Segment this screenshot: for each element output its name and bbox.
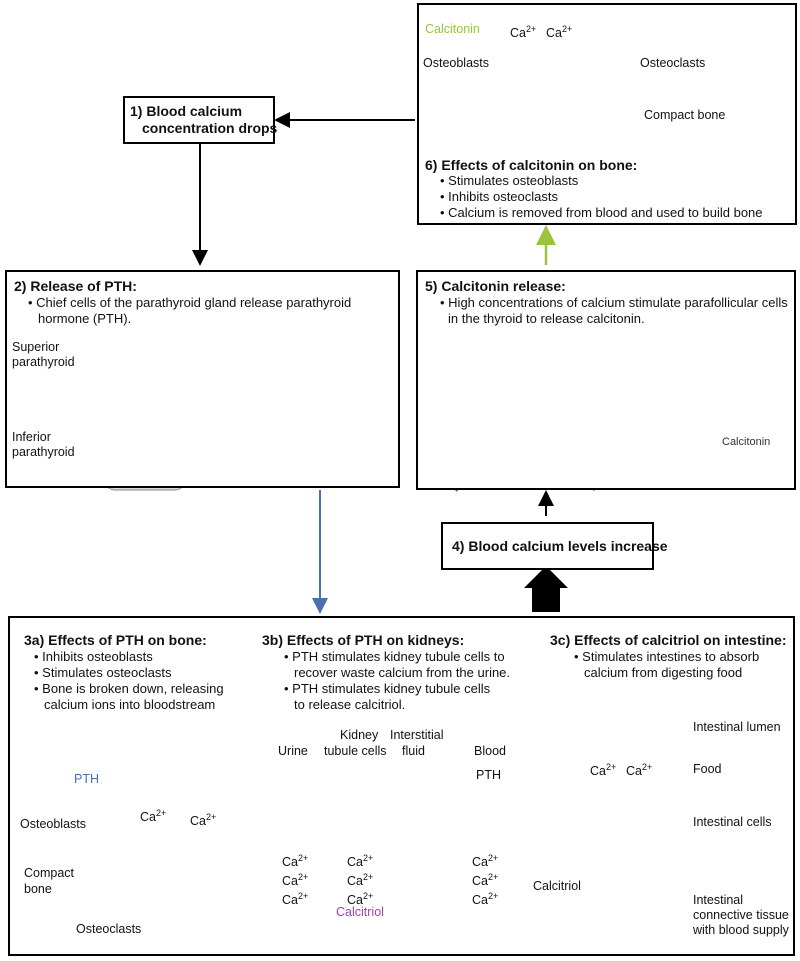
arrow-3-to-4: [524, 566, 568, 612]
connective-tissue-label-2: connective tissue: [693, 908, 789, 922]
pth-label-3b: PTH: [474, 768, 503, 783]
step5-box: [416, 270, 796, 490]
ca-label-3b-tubule-3: Ca2+: [347, 891, 374, 908]
intestinal-lumen-label: Intestinal lumen: [693, 720, 781, 734]
ca-label-3b-tubule-2: Ca2+: [347, 872, 374, 889]
connective-tissue-label-1: Intestinal: [693, 893, 744, 907]
step4-label: 4) Blood calcium levels increase: [452, 538, 668, 554]
col-urine-label: Urine: [278, 744, 308, 758]
ca-label-3c-2: Ca2+: [626, 762, 653, 779]
step3a-bullet-2: • Stimulates osteoclasts: [34, 665, 172, 680]
step3c-bullet-1a: • Stimulates intestines to absorb: [574, 649, 760, 664]
step1-box: [123, 96, 275, 144]
step5-title: 5) Calcitonin release:: [425, 278, 566, 294]
inferior-parathyroid-label-1: Inferior: [12, 430, 51, 444]
ca-label-3b-urine-2: Ca2+: [282, 872, 309, 889]
step6-bullet-3: • Calcium is removed from blood and used…: [440, 205, 763, 220]
step2-bullet-1b: hormone (PTH).: [38, 311, 132, 326]
superior-parathyroid-label-2: parathyroid: [12, 355, 75, 369]
step6-bullet-2: • Inhibits osteoclasts: [440, 189, 558, 204]
osteoclasts-label-3a: Osteoclasts: [76, 922, 142, 936]
step3b-title: 3b) Effects of PTH on kidneys:: [262, 632, 465, 648]
step6-bullet-1: • Stimulates osteoblasts: [440, 173, 579, 188]
ca-label-6a: Ca2+: [510, 24, 537, 41]
inferior-parathyroid-label-2: parathyroid: [12, 445, 75, 459]
step4-box: [441, 522, 654, 570]
step3a-bullet-3b: calcium ions into bloodstream: [44, 697, 216, 712]
pth-released-label: PTH released: [270, 392, 347, 406]
calcitriol-label-3b: Calcitriol: [336, 905, 384, 919]
compact-bone-label-6: Compact bone: [644, 108, 726, 122]
step1-line1: 1) Blood calcium: [130, 103, 243, 119]
step5-bullet-1a: • High concentrations of calcium stimula…: [440, 295, 788, 310]
step3-box: [8, 616, 795, 956]
pth-label-3a: PTH: [74, 772, 99, 786]
step2-box: [5, 270, 400, 488]
compact-bone-label-3a-2: bone: [24, 882, 52, 896]
step3b-bullet-1b: recover waste calcium from the urine.: [294, 665, 511, 680]
ca-label-3b-urine-3: Ca2+: [282, 891, 309, 908]
step6-title: 6) Effects of calcitonin on bone:: [425, 157, 638, 173]
step3c-bullet-1b: calcium from digesting food: [584, 665, 743, 680]
step3a-bullet-1: • Inhibits osteoblasts: [34, 649, 153, 664]
col-kidney-label-1: Kidney: [340, 728, 379, 742]
ca-label-3b-blood-1: Ca2+: [472, 853, 499, 870]
food-label: Food: [693, 762, 722, 776]
superior-parathyroid-label-1: Superior: [12, 340, 60, 354]
calcitonin-label-6: Calcitonin: [425, 22, 480, 36]
step2-title: 2) Release of PTH:: [14, 278, 137, 294]
osteoblasts-label-6: Osteoblasts: [423, 56, 490, 70]
step3c-title: 3c) Effects of calcitriol on intestine:: [550, 632, 787, 648]
step3a-title: 3a) Effects of PTH on bone:: [24, 632, 207, 648]
step3b-bullet-2b: to release calcitriol.: [294, 697, 406, 712]
osteoblasts-label-3a: Osteoblasts: [20, 817, 87, 831]
step3b-bullet-1a: • PTH stimulates kidney tubule cells to: [284, 649, 505, 664]
calcitonin-label-5: Calcitonin: [722, 436, 771, 448]
ca-label-6b: Ca2+: [546, 24, 573, 41]
intestinal-cells-label: Intestinal cells: [693, 815, 772, 829]
connective-tissue-label-3: with blood supply: [693, 923, 789, 937]
ca-label-3b-tubule-1: Ca2+: [347, 853, 374, 870]
step1-line2: concentration drops: [142, 120, 278, 136]
step5-bullet-1b: in the thyroid to release calcitonin.: [448, 311, 645, 326]
ca-label-3b-urine-1: Ca2+: [282, 853, 309, 870]
col-blood-label: Blood: [474, 744, 506, 758]
compact-bone-label-3a-1: Compact: [24, 866, 75, 880]
col-interstitial-label-2: fluid: [402, 744, 425, 758]
ca-label-3a-2: Ca2+: [190, 812, 217, 829]
ca-label-3a-1: Ca2+: [140, 808, 167, 825]
step2-bullet-1a: • Chief cells of the parathyroid gland r…: [28, 295, 352, 310]
step3b-bullet-2a: • PTH stimulates kidney tubule cells: [284, 681, 491, 696]
ca-label-3b-blood-3: Ca2+: [472, 891, 499, 908]
ca-label-3b-blood-2: Ca2+: [472, 872, 499, 889]
col-interstitial-label-1: Interstitial: [390, 728, 444, 742]
ca-label-3c-1: Ca2+: [590, 762, 617, 779]
col-kidney-label-2: tubule cells: [324, 744, 387, 758]
step6-box: [417, 3, 797, 225]
osteoclasts-label-6: Osteoclasts: [640, 56, 706, 70]
step3a-bullet-3: • Bone is broken down, releasing: [34, 681, 224, 696]
calcitriol-label-3c: Calcitriol: [533, 879, 581, 893]
